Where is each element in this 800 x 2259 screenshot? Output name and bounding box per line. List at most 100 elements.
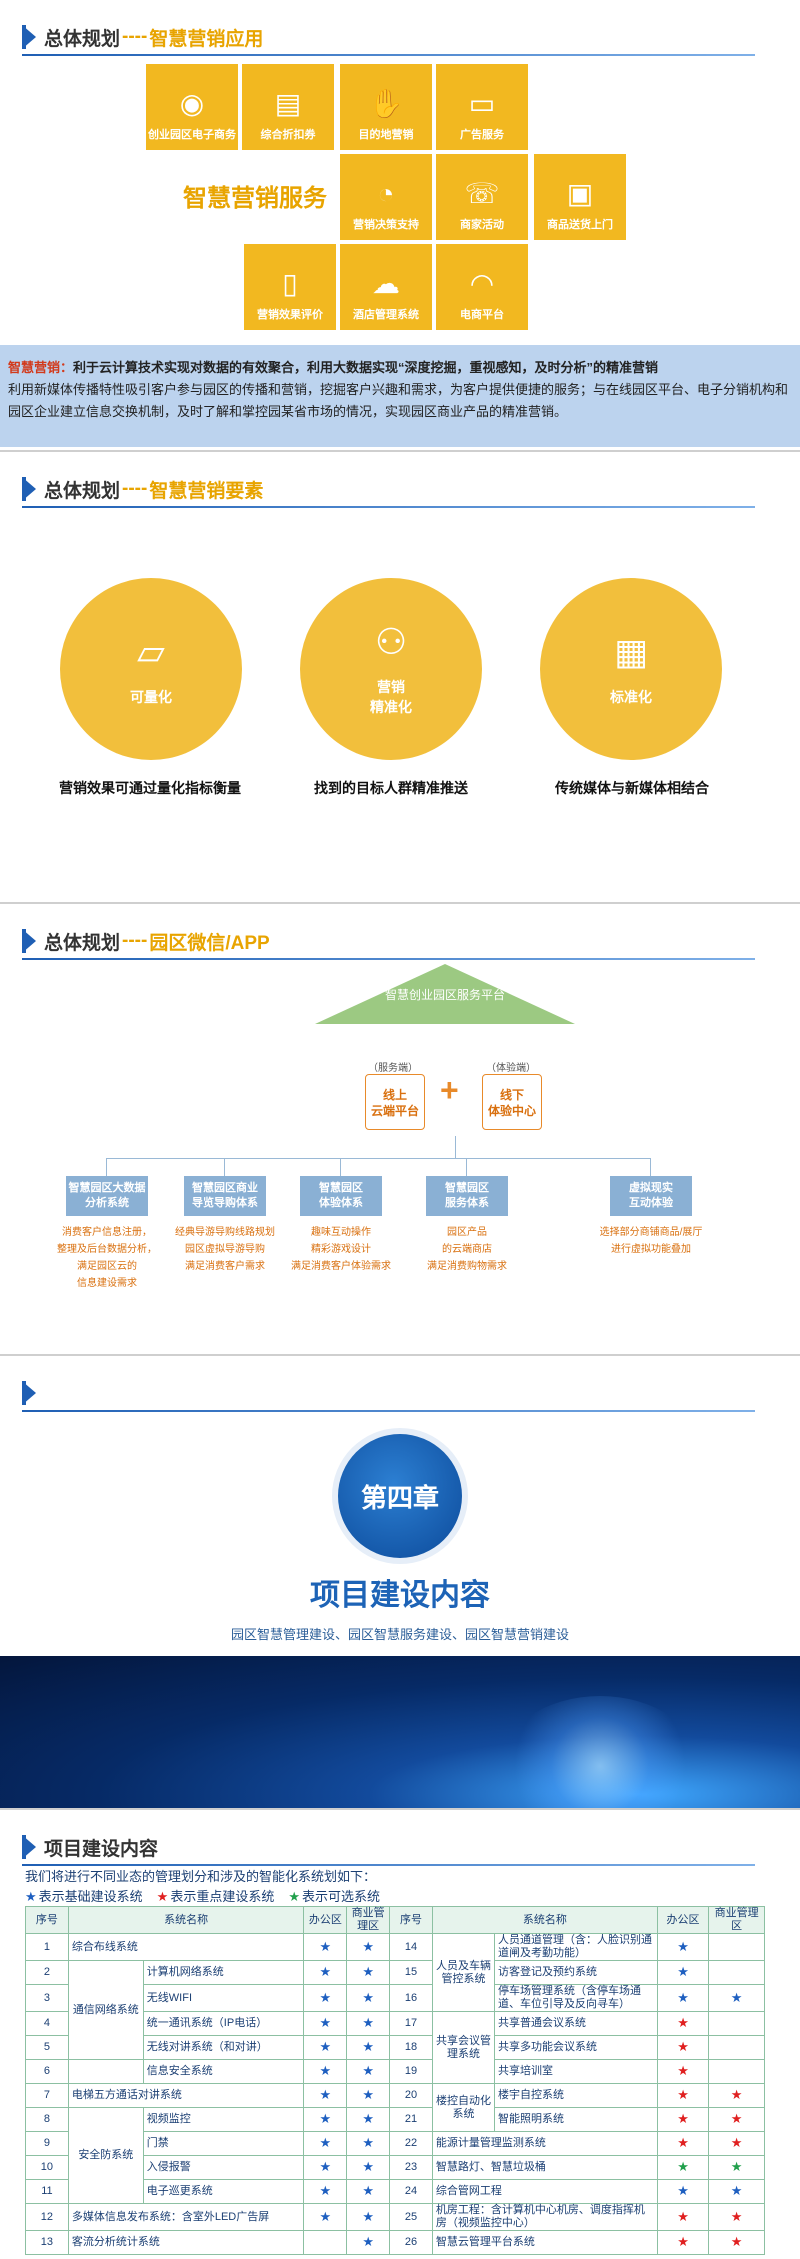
star-blue-icon: ★ — [319, 2159, 332, 2174]
slide-title: 总体规划 — [44, 480, 121, 502]
gauge-icon: ◔ — [377, 178, 395, 209]
branch-virtual-reality: 虚拟现实 互动体验 — [610, 1176, 692, 1216]
star-red-icon: ★ — [677, 2063, 689, 2078]
tile-advertising: ▭广告服务 — [436, 64, 528, 150]
arrow-bullet-icon — [22, 477, 36, 501]
circle-caption: 找到的目标人群精准推送 — [314, 780, 468, 796]
tech-background-image — [0, 1656, 800, 1808]
service-tag: （服务端） — [368, 1063, 418, 1074]
branch-description: 园区产品 的云端商店 满足消费购物需求 — [427, 1227, 507, 1272]
header-divider — [22, 506, 755, 508]
star-blue-icon: ★ — [730, 1989, 743, 2005]
star-red-icon: ★ — [730, 2135, 743, 2150]
star-red-icon: ★ — [730, 2087, 743, 2102]
star-red-icon: ★ — [730, 2234, 743, 2249]
circle-caption: 传统媒体与新媒体相结合 — [555, 780, 709, 796]
header-divider — [22, 54, 755, 56]
arrow-bullet-icon — [22, 1835, 36, 1859]
star-blue-icon: ★ — [362, 1938, 374, 1954]
tile-ecommerce-platform: ◠电商平台 — [436, 244, 528, 330]
tile-ecommerce: ◉创业园区电子商务 — [146, 64, 238, 150]
offline-experience-box: 线下 体验中心 — [482, 1074, 542, 1130]
title-separator: ---- — [122, 26, 148, 47]
online-cloud-platform-box: 线上 云端平台 — [365, 1074, 425, 1130]
tile-label: 商家活动 — [460, 219, 504, 231]
star-blue-icon: ★ — [362, 1989, 374, 2005]
header-cell: 序号 — [25, 1906, 69, 1934]
slide-subtitle: 智慧营销应用 — [149, 28, 264, 50]
slide-header — [22, 1378, 44, 1408]
star-blue-icon: ★ — [319, 1964, 332, 1979]
platform-roof — [315, 964, 575, 1024]
star-red-icon: ★ — [677, 2111, 689, 2126]
header-cell: 系统名称 — [67, 1906, 305, 1934]
branch-guide-shopping: 智慧园区商业 导览导购体系 — [184, 1176, 266, 1216]
platform-label: 智慧创业园区服务平台 — [384, 988, 505, 1002]
star-blue-icon: ★ — [362, 2135, 374, 2150]
tree-connector — [466, 1158, 467, 1176]
branch-description: 选择部分商铺商品/展厅 进行虚拟功能叠加 — [599, 1227, 703, 1255]
center-title: 智慧营销服务 — [183, 185, 327, 212]
star-green-icon: ★ — [288, 1889, 300, 1904]
tile-discount-coupon: ▤ 综合折扣券 — [242, 64, 334, 150]
tree-connector — [224, 1158, 225, 1176]
person-card-icon: ▣ — [566, 178, 594, 209]
tree-connector — [650, 1158, 651, 1176]
legend: ★表示基础建设系统 ★表示重点建设系统 ★表示可选系统 — [25, 1886, 380, 1905]
calendar-icon: ▦ — [613, 631, 648, 672]
star-blue-icon: ★ — [362, 2087, 374, 2102]
tile-label: 酒店管理系统 — [353, 309, 419, 321]
slide-wechat-app: 总体规划 ---- 园区微信/APP 智慧创业园区服务平台 （服务端） 线上 云… — [0, 904, 800, 1356]
header-divider — [22, 1410, 755, 1412]
slide-header: 总体规划 ---- 智慧营销要素 — [22, 474, 263, 504]
tile-label: 综合折扣券 — [260, 129, 316, 141]
star-red-icon: ★ — [677, 2087, 689, 2102]
circle-quantifiable: ▱ 可量化 — [60, 578, 242, 760]
circle-caption: 营销效果可通过量化指标衡量 — [59, 780, 241, 796]
circle-label: 标准化 — [610, 689, 652, 705]
star-green-icon: ★ — [677, 2159, 689, 2174]
slide-smart-marketing-elements: 总体规划 ---- 智慧营销要素 ▱ 可量化 营销效果可通过量化指标衡量 ⚇ 营… — [0, 452, 800, 904]
star-blue-icon: ★ — [319, 2135, 332, 2150]
hand-icon: ✋ — [368, 88, 404, 119]
tile-home-delivery: ▣ 商品送货上门 — [534, 154, 626, 240]
star-blue-icon: ★ — [319, 2183, 332, 2198]
star-red-icon: ★ — [677, 2015, 689, 2030]
star-red-icon: ★ — [677, 2039, 689, 2054]
slide-title: 总体规划 — [44, 28, 121, 50]
circle-precision: ⚇ 营销 精准化 — [300, 578, 482, 760]
star-green-icon: ★ — [730, 2159, 743, 2174]
tree-connector — [106, 1158, 107, 1176]
star-blue-icon: ★ — [362, 2234, 374, 2249]
slide-subtitle: 智慧营销要素 — [149, 480, 264, 502]
header-cell: 序号 — [389, 1906, 433, 1934]
wifi-icon: ◠ — [469, 268, 495, 299]
experience-tag: （体验端） — [486, 1063, 536, 1074]
title-separator: ---- — [122, 930, 148, 951]
tile-label: 营销效果评价 — [257, 309, 323, 321]
plus-sign: + — [440, 1072, 459, 1108]
header-cell: 商业管理区 — [708, 1906, 765, 1934]
tree-connector — [340, 1158, 341, 1176]
tree-connector — [106, 1158, 650, 1159]
branch-description: 经典导游导购线路规划 园区虚拟导游导购 满足消费客户需求 — [175, 1227, 275, 1272]
star-red-icon: ★ — [677, 2234, 689, 2249]
note-text: 利用新媒体传播特性吸引客户参与园区的传播和营销，挖掘客户兴趣和需求，为客户提供便… — [8, 382, 789, 419]
star-blue-icon: ★ — [25, 1889, 37, 1904]
branch-experience: 智慧园区 体验体系 — [300, 1176, 382, 1216]
note-bold-text: 利于云计算技术实现对数据的有效聚合，利用大数据实现“深度挖掘，重视感知，及时分析… — [73, 360, 659, 375]
coupon-icon: ▤ — [274, 88, 302, 119]
star-blue-icon: ★ — [362, 2159, 374, 2174]
star-blue-icon: ★ — [362, 1964, 374, 1979]
chapter-title: 项目建设内容 — [310, 1579, 490, 1612]
star-blue-icon: ★ — [319, 2087, 332, 2102]
branch-service: 智慧园区 服务体系 — [426, 1176, 508, 1216]
tile-label: 商品送货上门 — [547, 219, 613, 231]
